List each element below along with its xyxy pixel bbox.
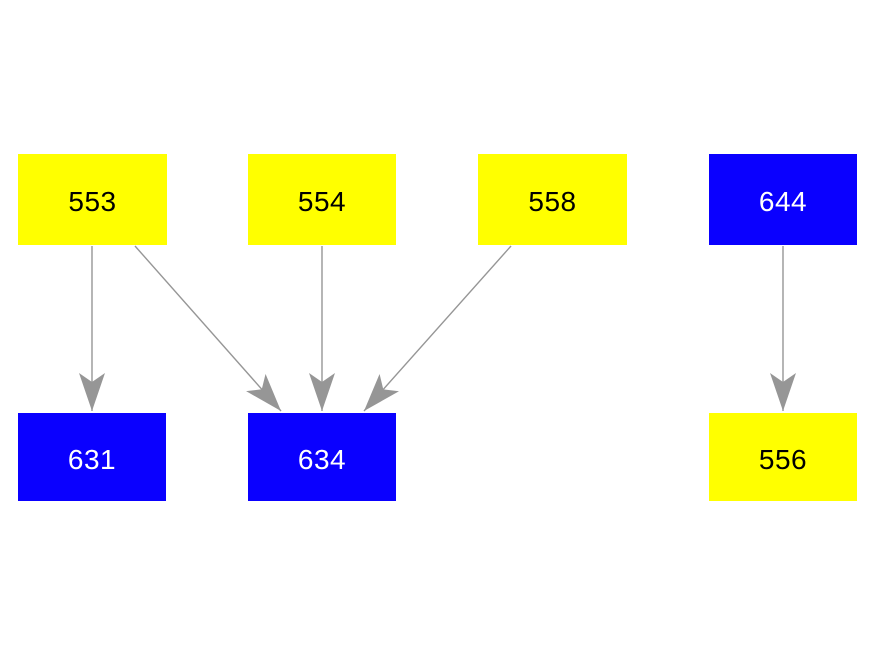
node-label: 644 <box>758 186 808 217</box>
node-label: 556 <box>758 443 808 475</box>
node-label: 554 <box>297 186 347 217</box>
node-label: 558 <box>528 186 577 217</box>
node-631: 631 <box>18 413 166 501</box>
edge-553-to-634 <box>134 245 282 412</box>
node-556: 556 <box>709 413 857 501</box>
node-558: 558 <box>478 154 627 245</box>
node-554: 554 <box>248 154 396 245</box>
node-644: 644 <box>709 154 857 245</box>
node-634: 634 <box>248 413 396 501</box>
node-label: 634 <box>297 443 347 475</box>
edge-group <box>79 245 796 412</box>
node-label: 631 <box>67 443 117 475</box>
edge-558-to-634 <box>363 245 512 412</box>
node-553: 553 <box>18 154 167 245</box>
node-label: 553 <box>68 186 117 217</box>
